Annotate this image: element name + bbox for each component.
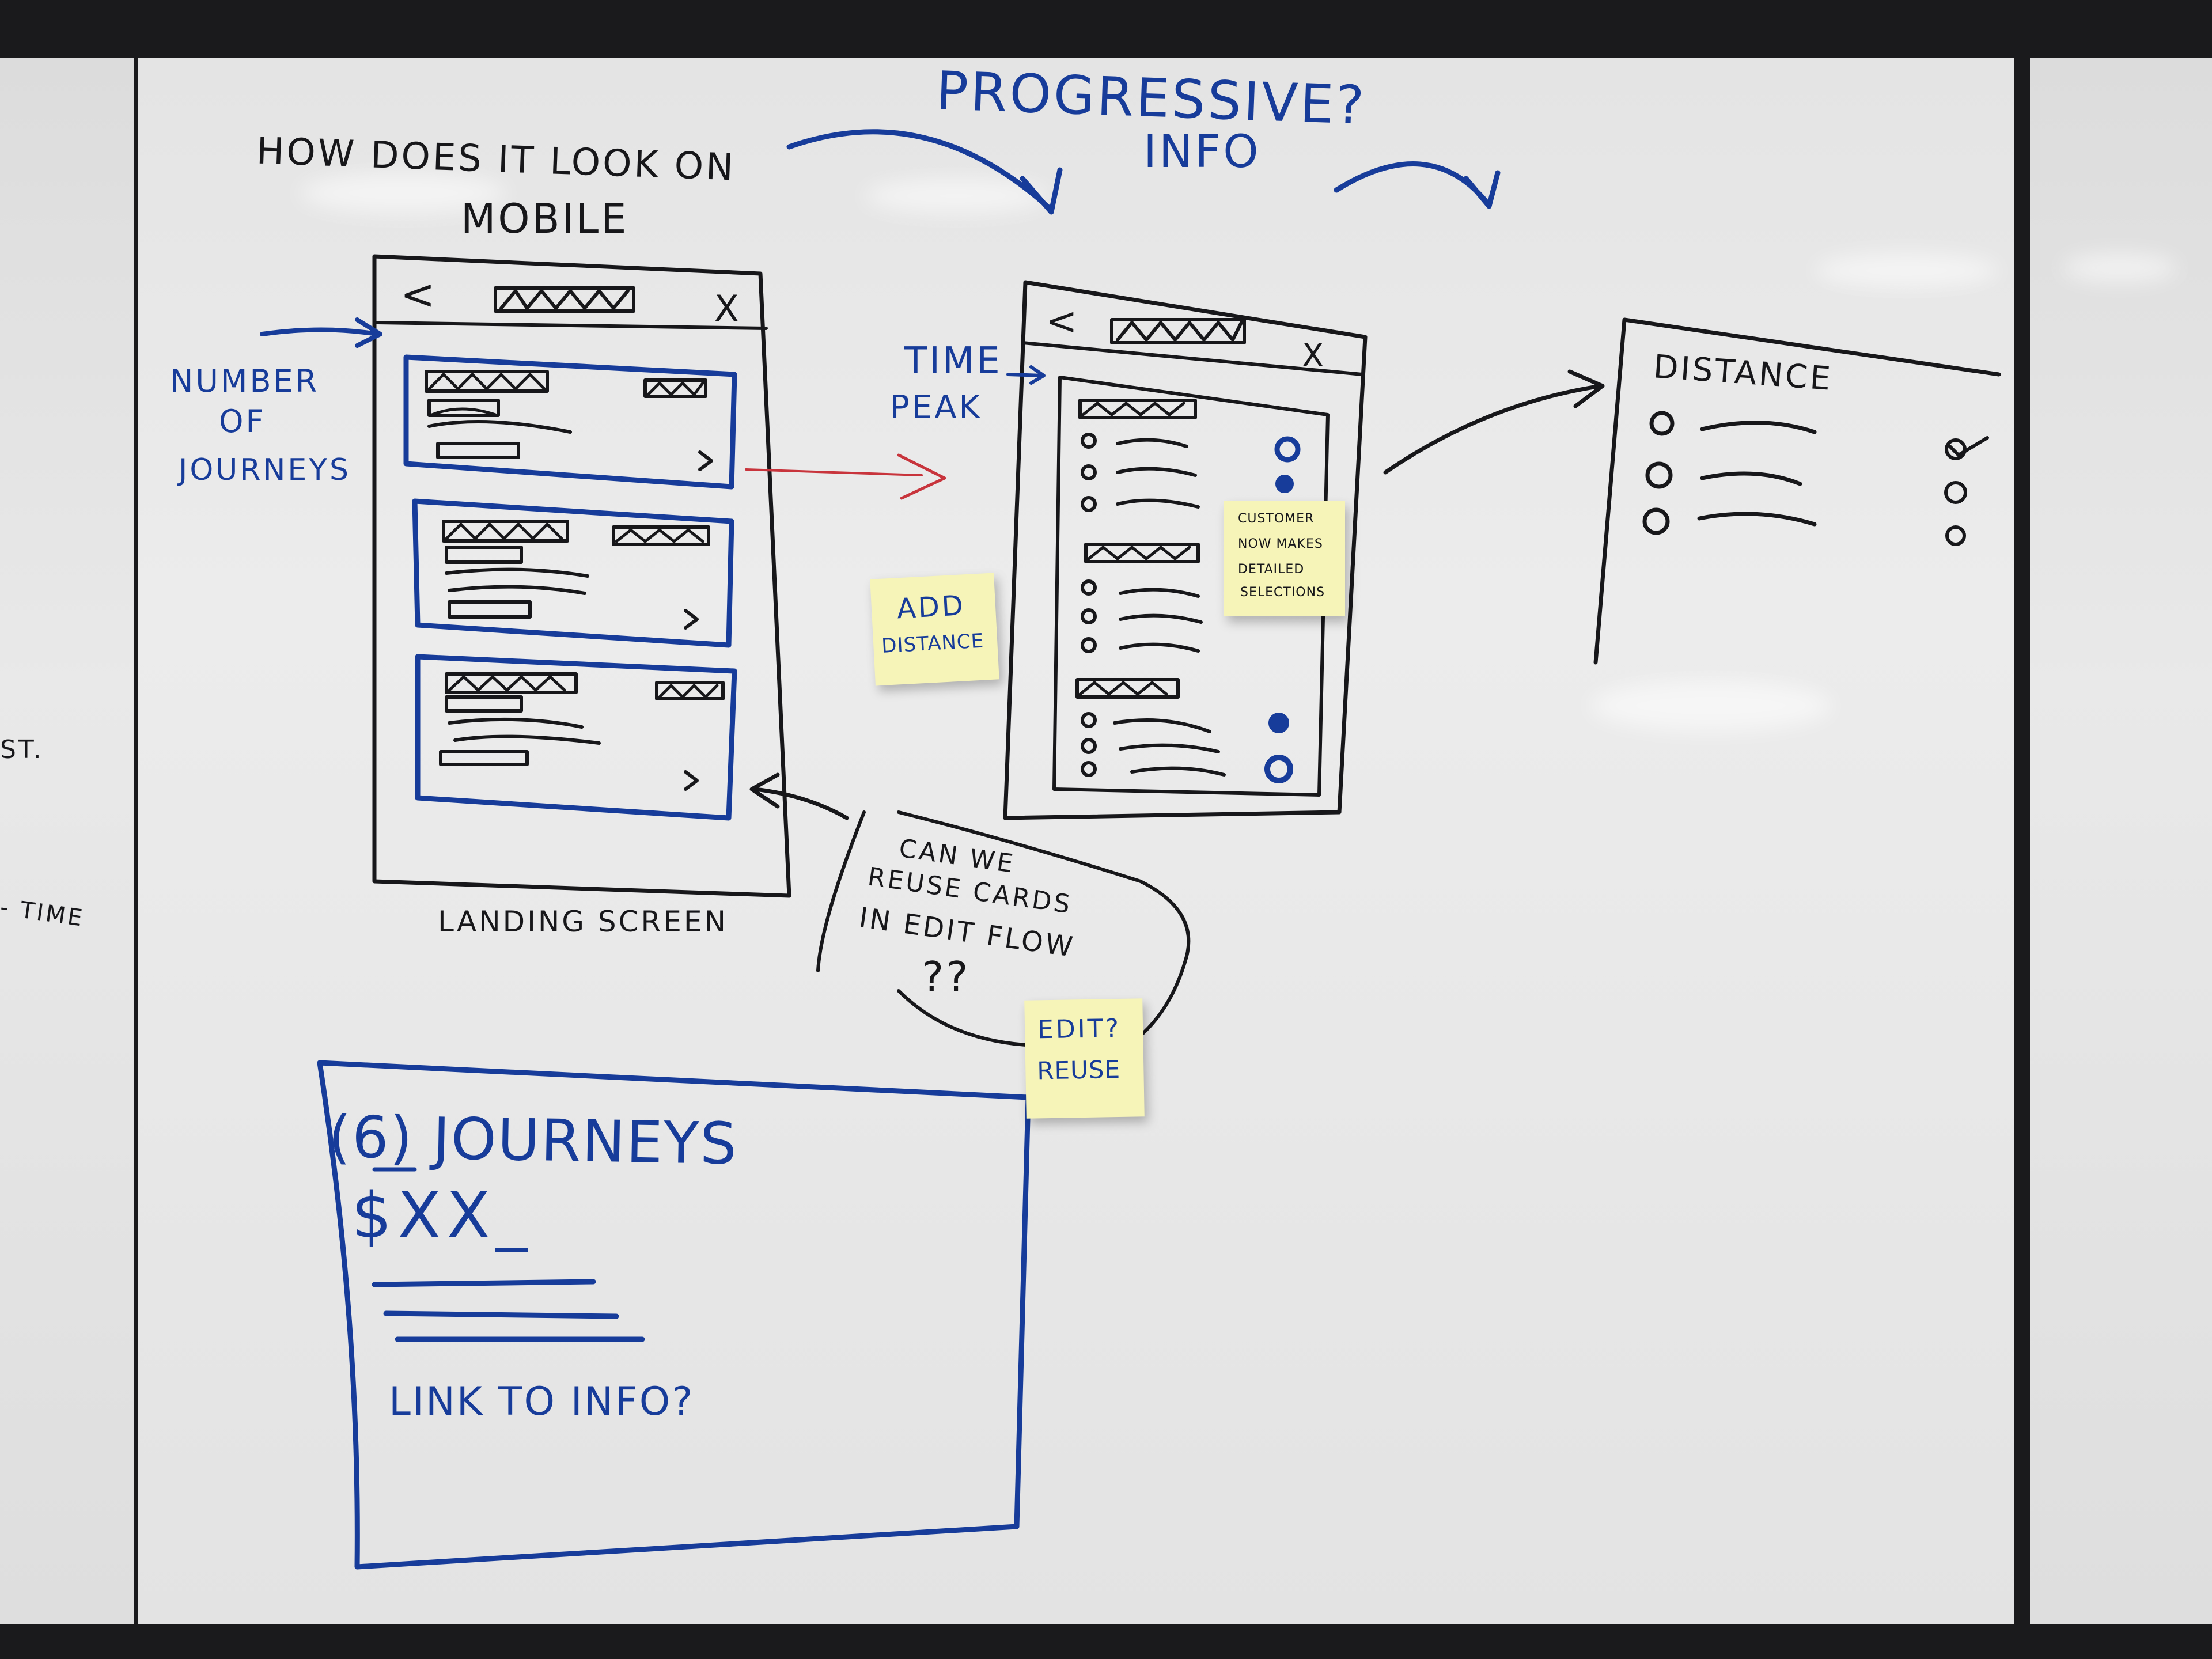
info-heading: INFO [1143,126,1261,178]
light-reflection [1815,253,1999,288]
sticky-line: DETAILED [1238,562,1305,577]
curved-arrow [786,129,1051,210]
number-label: NUMBER [170,363,320,399]
check-mark [1948,436,1989,457]
main-whiteboard-panel [138,58,2014,1624]
close-x: X [714,287,741,329]
landing-phone-frame [372,254,791,898]
light-reflection [300,173,507,213]
arrow [1383,384,1604,475]
right-whiteboard-panel [2030,58,2212,1624]
back-chevron: < [400,270,438,319]
distance-panel-frame [1593,317,2001,665]
arrow [752,787,849,820]
mobile-question-line2: MOBILE [461,195,629,243]
detail-header-line [1021,341,1364,376]
link-to-info: LINK TO INFO? [389,1379,695,1425]
light-reflection [1590,680,1832,732]
journeys-label: JOURNEYS [179,453,351,487]
arrow [260,327,380,336]
bubble-line4: ?? [922,953,971,1001]
sticky-line: REUSE [1036,1055,1121,1085]
arrow-head [1463,170,1501,209]
sticky-note-add-distance: ADD DISTANCE [870,573,999,686]
journey-card-1 [403,354,737,490]
journeys-card-frame [317,1060,1031,1570]
arrow [1006,373,1044,377]
curved-arrow [1334,161,1489,204]
detail-inner-frame [1052,376,1330,797]
journey-card-2 [412,498,734,648]
arrow-head [1020,167,1063,215]
sticky-line: CUSTOMER [1238,512,1315,526]
back-chevron: < [1046,299,1080,343]
progressive-heading: PROGRESSIVE? [935,59,1368,137]
red-arrow [745,468,923,476]
detail-phone-frame [1003,280,1368,820]
sticky-line: DISTANCE [881,629,985,658]
sticky-line: SELECTIONS [1240,585,1325,600]
sticky-note-customer: CUSTOMER NOW MAKES DETAILED SELECTIONS [1224,501,1345,616]
sticky-line: ADD [896,589,967,626]
landing-screen-caption: LANDING SCREEN [438,905,728,938]
landing-title-scribble [494,286,635,313]
price-placeholder: $XX_ [351,1179,533,1252]
left-whiteboard-panel [0,58,134,1624]
journey-card-3 [415,654,737,821]
sticky-note-edit-reuse: EDIT? REUSE [1024,998,1145,1119]
close-x: X [1302,337,1327,374]
landing-header-line [376,321,768,330]
light-reflection [2062,253,2177,282]
time-label: TIME [904,340,1002,382]
of-label: OF [219,403,266,440]
sticky-line: EDIT? [1037,1013,1122,1045]
journeys-count-title: (6) JOURNEYS [328,1103,738,1178]
peak-label: PEAK [890,389,983,426]
speech-bubble [816,810,1191,1050]
detail-title-scribble [1110,318,1246,344]
sticky-line: NOW MAKES [1238,537,1323,551]
left-fragment-st: ST. [0,735,44,764]
